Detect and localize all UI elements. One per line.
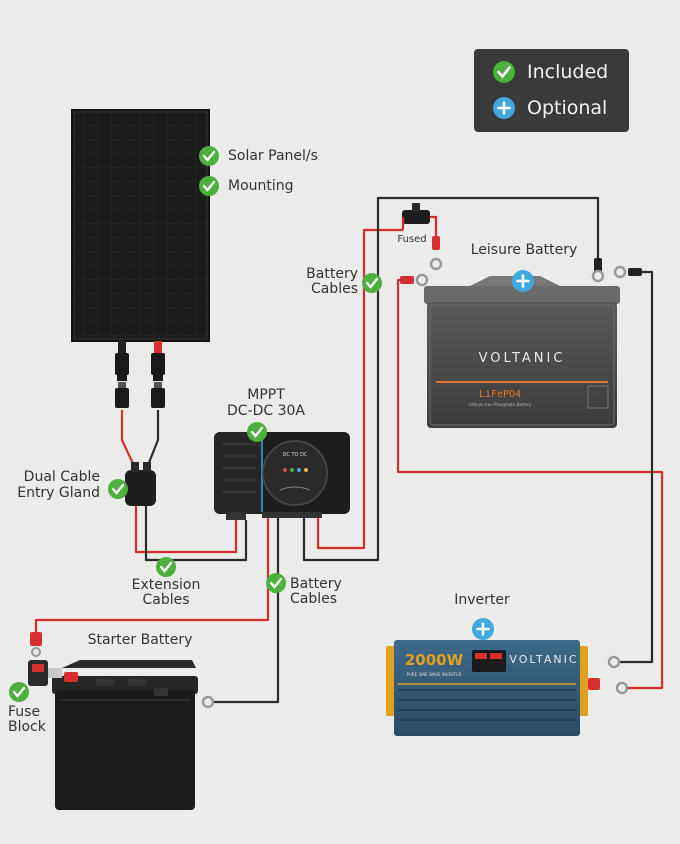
- leisure-battery: VOLTANIC LiFePO4 Lithium Iron Phosphate …: [424, 276, 620, 428]
- battery-cables-bottom-label-2: Cables: [290, 591, 338, 607]
- fuse-block: [28, 632, 62, 686]
- included-icon: [266, 573, 286, 593]
- inverter-brand-text: VOLTANIC: [509, 653, 578, 666]
- included-icon: [247, 422, 267, 442]
- mounting-label: Mounting: [228, 178, 294, 194]
- leisure-terminals: [400, 258, 642, 287]
- extension-cables-label-2: Cables: [142, 592, 190, 608]
- optional-icon: [472, 618, 494, 640]
- cable-entry-gland: [125, 462, 156, 506]
- wire-solar-red: [120, 410, 238, 554]
- mc4-connectors: [115, 341, 165, 408]
- fuse-block-label-1: Fuse: [8, 704, 41, 720]
- starter-battery-label: Starter Battery: [87, 632, 193, 648]
- battery-cables-top-label-1: Battery: [306, 266, 358, 282]
- inline-fuse: [401, 203, 443, 271]
- battery-cables-top-label-2: Cables: [310, 281, 358, 297]
- mppt-controller: DC TO DC: [214, 432, 350, 520]
- included-icon: [9, 682, 29, 702]
- inverter: 2000W PURE SINE WAVE INVERTER VOLTANIC: [386, 640, 629, 736]
- included-icon: [199, 146, 219, 166]
- optional-icon: [493, 97, 515, 119]
- inverter-sub-text: PURE SINE WAVE INVERTER: [407, 672, 462, 677]
- wire-mppt-starter-red: [34, 512, 270, 636]
- starter-battery: [52, 660, 215, 810]
- legend: Included Optional: [474, 49, 629, 132]
- leisure-brand-text: VOLTANIC: [479, 351, 566, 366]
- mppt-label-2: DC-DC 30A: [226, 403, 305, 419]
- mppt-label-1: MPPT: [247, 387, 285, 403]
- included-badges: [9, 146, 382, 702]
- legend-optional-label: Optional: [527, 97, 608, 119]
- solar-panel-label: Solar Panel/s: [228, 148, 318, 164]
- legend-row-optional: Optional: [492, 95, 607, 121]
- included-icon: [362, 273, 382, 293]
- extension-cables-label-1: Extension: [131, 577, 201, 593]
- legend-included-label: Included: [527, 61, 609, 83]
- lifepo4-text: LiFePO4: [479, 389, 521, 400]
- gland-label-2: Entry Gland: [17, 485, 100, 501]
- legend-row-included: Included: [492, 59, 608, 85]
- included-icon: [199, 176, 219, 196]
- included-icon: [108, 479, 128, 499]
- wire-mppt-leisure-black: [302, 196, 600, 562]
- wire-leisure-inverter-black: [620, 270, 654, 664]
- fuse-block-label-2: Block: [8, 719, 46, 735]
- battery-cables-bottom-label-1: Battery: [290, 576, 342, 592]
- gland-label-1: Dual Cable: [23, 469, 100, 485]
- inverter-label: Inverter: [454, 592, 510, 608]
- inverter-power-text: 2000W: [405, 651, 464, 669]
- optional-icon: [512, 270, 534, 292]
- mppt-face-text: DC TO DC: [283, 452, 308, 458]
- optional-badges: [472, 270, 534, 640]
- wire-solar-black: [144, 410, 248, 562]
- included-icon: [493, 61, 515, 83]
- lifepo4-sub-text: Lithium Iron Phosphate Battery: [469, 402, 532, 407]
- fused-label: Fused: [397, 234, 427, 245]
- included-icon: [156, 557, 176, 577]
- solar-panel: [71, 109, 210, 342]
- leisure-battery-label: Leisure Battery: [470, 242, 578, 258]
